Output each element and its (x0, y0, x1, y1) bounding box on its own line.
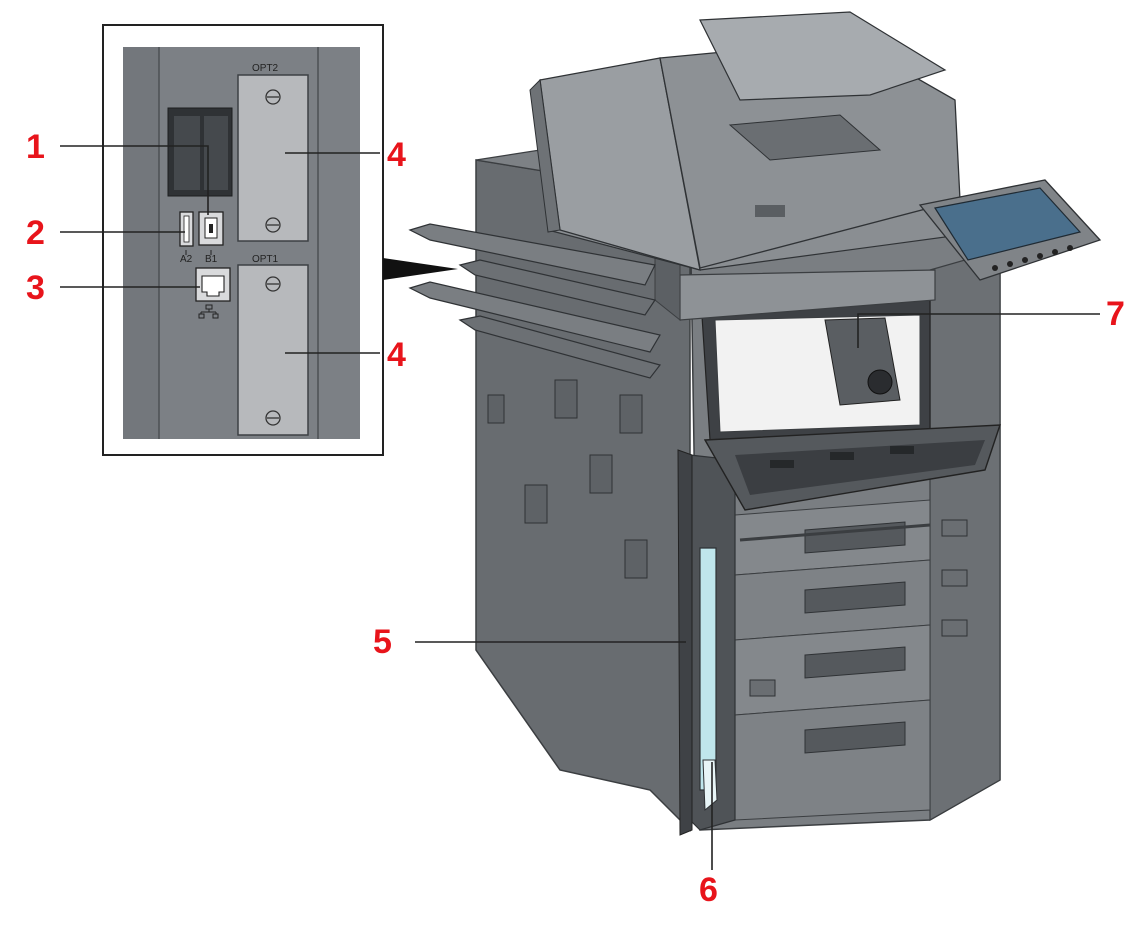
opt2-slot-cover (237, 74, 309, 242)
waste-toner-box (699, 547, 717, 791)
document-feed-tray (699, 11, 947, 101)
opt1-slot-cover (237, 264, 309, 436)
paper-cassettes (734, 499, 968, 821)
screw-icon (265, 217, 281, 233)
leader-lines (60, 145, 1100, 870)
callout-5: 5 (373, 623, 392, 661)
callout-7: 7 (1106, 295, 1125, 333)
screw-icon (265, 410, 281, 426)
finisher-trays (408, 223, 662, 379)
screw-icon (265, 89, 281, 105)
screw-icon (265, 276, 281, 292)
leader-7 (857, 313, 1100, 348)
usb-icon (185, 250, 212, 255)
callout-6: 6 (699, 871, 718, 909)
operation-panel (918, 179, 1102, 281)
callout-2: 2 (26, 214, 45, 252)
callout-3: 3 (26, 269, 45, 307)
opt2-label: OPT2 (252, 63, 279, 74)
callout-4-opt1: 4 (387, 336, 406, 374)
touch-panel-screen (934, 187, 1082, 261)
opt1-label: OPT1 (252, 254, 279, 265)
printer (408, 11, 1102, 836)
usb-b-label: B1 (205, 254, 218, 265)
network-icon (198, 304, 219, 319)
pointer-arrow (383, 258, 458, 280)
leader-1 (60, 145, 209, 215)
usb-a-label: A2 (180, 254, 193, 265)
callout-4-opt2: 4 (387, 136, 406, 174)
callout-1: 1 (26, 128, 45, 166)
document-processor (529, 11, 961, 271)
interface-inset: OPT2 OPT1 A2 B1 (102, 24, 384, 456)
